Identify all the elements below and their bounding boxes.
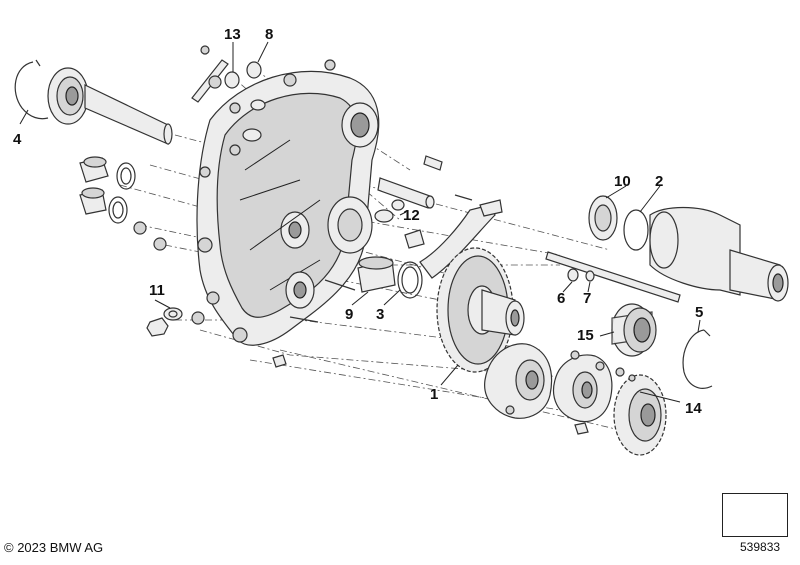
- callout-4: 4: [13, 131, 22, 148]
- callout-14: 14: [685, 400, 702, 417]
- shift-rod: [545, 251, 681, 303]
- bushing-and-ring: [357, 256, 423, 299]
- callout-1: 1: [430, 386, 439, 403]
- callout-5: 5: [695, 304, 704, 321]
- small-sprocket: [613, 367, 667, 456]
- output-flange: [484, 343, 553, 419]
- roller-bearing: [611, 303, 657, 357]
- leader-lines: [19, 41, 701, 403]
- callout-2: 2: [655, 173, 664, 190]
- callout-10: 10: [614, 173, 631, 190]
- input-shaft-left: [47, 67, 173, 145]
- circlip-right: [682, 329, 713, 389]
- callout-6: 6: [557, 290, 566, 307]
- callout-12: 12: [403, 207, 420, 224]
- callout-9: 9: [345, 306, 354, 323]
- drive-gear: [436, 247, 525, 373]
- callout-11: 11: [149, 282, 165, 299]
- callout-3: 3: [376, 306, 385, 323]
- left-spacers: [79, 156, 167, 251]
- callout-13: 13: [224, 26, 241, 43]
- copyright-text: © 2023 BMW AG: [4, 540, 104, 555]
- top-bracket-parts: [191, 45, 266, 178]
- shift-fork: [419, 194, 503, 279]
- washer-and-nut: [146, 307, 205, 337]
- next-diagram-button[interactable]: [722, 493, 788, 537]
- output-shaft-right: [588, 195, 789, 302]
- callout-7: 7: [583, 290, 592, 307]
- callout-8: 8: [265, 26, 274, 43]
- circlip-left: [14, 59, 49, 120]
- seal-and-sleeves: [374, 155, 443, 249]
- bearing-carrier: [553, 350, 613, 435]
- gearbox-housing: [196, 59, 380, 368]
- diagram-number: 539833: [740, 540, 781, 554]
- callout-15: 15: [577, 327, 594, 344]
